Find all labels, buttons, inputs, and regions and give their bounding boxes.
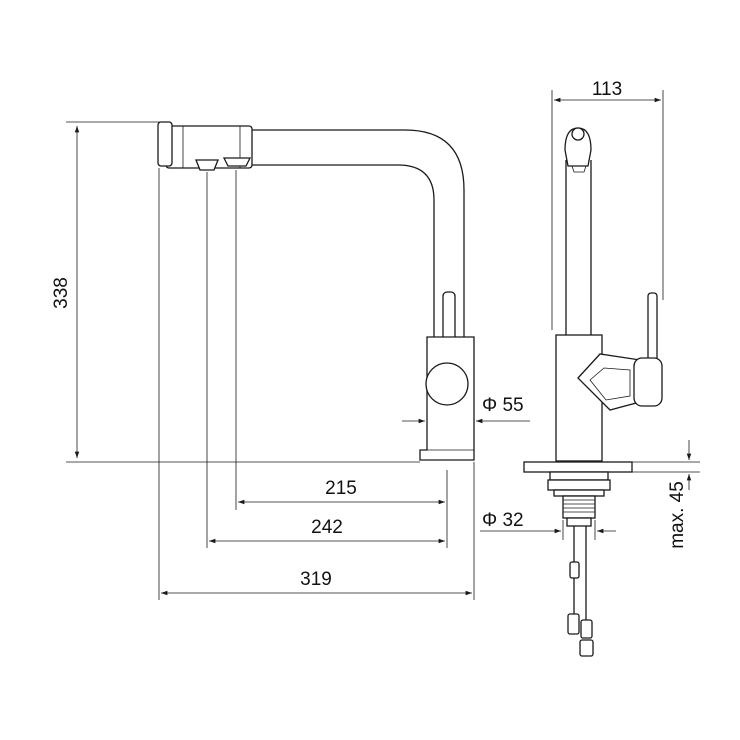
dim-label-319: 319 (300, 569, 332, 590)
hose-fitting-left-1 (569, 561, 580, 579)
side-lever-handle (647, 292, 658, 362)
side-view-faucet (523, 127, 663, 657)
side-body (555, 334, 603, 462)
dim-label-338: 338 (51, 277, 72, 309)
spout-pipe-inner (250, 164, 435, 340)
supply-hoses (567, 526, 594, 657)
hose-fitting-right (580, 619, 593, 639)
nozzle-left (195, 159, 219, 171)
nozzle-right (222, 157, 252, 167)
side-lever-knob (633, 357, 663, 407)
hose-fitting-left-2 (567, 613, 580, 635)
dim-label-113: 113 (592, 79, 622, 100)
dim-label-242: 242 (311, 517, 343, 538)
lever-knob (425, 362, 469, 406)
threaded-shank (562, 495, 596, 519)
dim-label-phi55: Φ 55 (482, 395, 524, 416)
hose-fitting-right-2 (579, 639, 594, 657)
side-dimensions: 113 Φ 32 max. 45 (480, 79, 700, 549)
spout-pipe-outer (250, 129, 465, 340)
mount-nut (547, 479, 611, 491)
dim-label-phi32: Φ 32 (482, 510, 524, 531)
spout-tip (157, 121, 173, 167)
countertop-plate (523, 461, 633, 473)
dim-label-215: 215 (325, 478, 357, 499)
dim-label-max45: max. 45 (667, 481, 688, 549)
mount-ring-top (549, 471, 609, 481)
front-dimensions: 338 215 242 319 Φ 55 (51, 121, 530, 600)
front-view-faucet (157, 121, 475, 461)
